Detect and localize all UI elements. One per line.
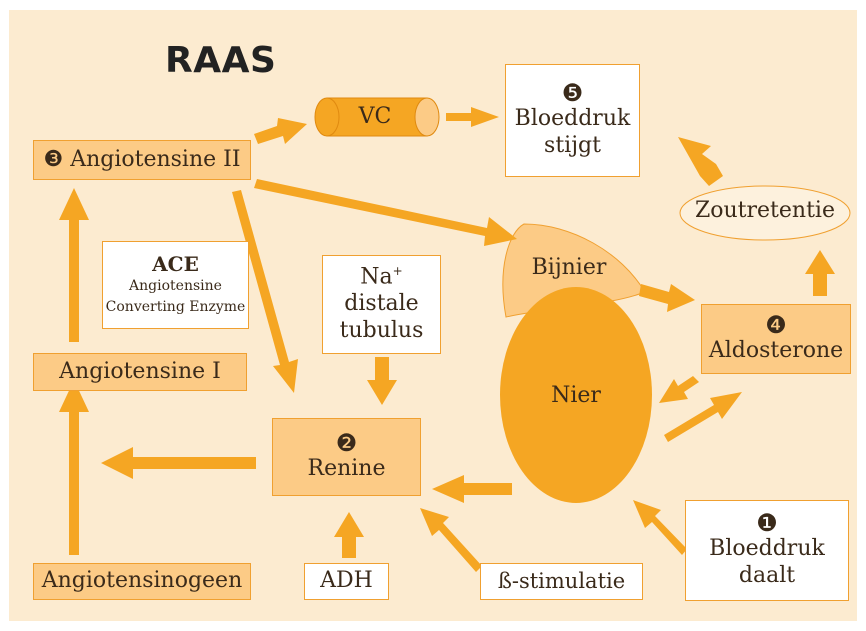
- number-1-icon: ❶: [756, 509, 778, 538]
- bijnier-label: Bijnier: [531, 255, 607, 280]
- ace-line1: Angiotensine: [129, 278, 222, 295]
- angiotensinogeen-label: Angiotensinogeen: [41, 568, 243, 594]
- arrow-angII-to-bijnier: [254, 179, 517, 246]
- renine-box: ❷ Renine: [272, 418, 421, 496]
- arrow-bijnier-to-aldosterone: [639, 284, 695, 312]
- arrow-angII-to-renine: [232, 190, 298, 393]
- nier-label: Nier: [551, 383, 601, 408]
- arrow-angII-to-vc: [254, 118, 307, 144]
- arrow-aldosterone-to-nier: [659, 376, 699, 403]
- angiotensinogeen-box: Angiotensinogeen: [33, 563, 251, 600]
- na-label: Na: [360, 264, 393, 290]
- ace-line2: Converting Enzyme: [105, 299, 246, 316]
- zoutretentie-ellipse: [679, 185, 851, 241]
- arrow-nier-to-renine: [432, 475, 512, 503]
- bloeddruk-stijgt-line2: stijgt: [544, 133, 601, 159]
- number-2-icon: ❷: [335, 428, 358, 457]
- angiotensine-i-label: Angiotensine I: [59, 358, 221, 384]
- bloeddruk-daalt-box: ❶ Bloeddruk daalt: [685, 500, 849, 601]
- arrow-aldosterone-to-zout: [805, 250, 835, 296]
- arrow-adh-to-renine: [334, 512, 364, 558]
- number-4-icon: ❹: [765, 310, 787, 339]
- arrow-angiotensinogeen-to-angI: [59, 380, 89, 555]
- arrow-angI-to-angII: [59, 188, 89, 342]
- angiotensine-ii-label: Angiotensine II: [70, 146, 241, 172]
- arrow-nier-to-aldosterone: [664, 392, 742, 442]
- ace-box: ACE Angiotensine Converting Enzyme: [102, 241, 249, 329]
- na-line3: tubulus: [339, 318, 424, 344]
- bloeddruk-stijgt-line1: Bloeddruk: [514, 106, 631, 132]
- adh-label: ADH: [320, 568, 373, 594]
- beta-stimulatie-box: ß-stimulatie: [480, 563, 643, 600]
- bloeddruk-stijgt-box: ❺ Bloeddruk stijgt: [505, 64, 640, 177]
- number-3-icon: ❸: [43, 146, 64, 172]
- na-distale-tubulus-box: Na+ distale tubulus: [322, 255, 441, 354]
- zoutretentie-label: Zoutretentie: [694, 198, 835, 223]
- arrow-renine-to-angI: [101, 447, 256, 479]
- bloeddruk-daalt-line2: daalt: [738, 563, 796, 589]
- vc-label: VC: [358, 104, 392, 129]
- ace-title: ACE: [152, 251, 199, 276]
- adh-box: ADH: [304, 563, 389, 600]
- renine-label: Renine: [307, 456, 386, 482]
- angiotensine-i-box: Angiotensine I: [33, 353, 247, 391]
- arrow-beta-to-renine: [420, 508, 482, 572]
- arrows-layer: [59, 97, 851, 572]
- na-charge: +: [392, 264, 403, 279]
- kidney-shape: [500, 287, 652, 503]
- raas-diagram: RAAS ❸ Angiotensine II VC ❺ Bloeddruk st…: [9, 10, 857, 621]
- number-5-icon: ❺: [561, 79, 584, 108]
- aldosterone-label: Aldosterone: [708, 338, 844, 364]
- vc-cylinder: [314, 97, 440, 137]
- diagram-title: RAAS: [165, 40, 277, 81]
- beta-stimulatie-label: ß-stimulatie: [497, 568, 626, 593]
- angiotensine-ii-box: ❸ Angiotensine II: [33, 140, 251, 180]
- arrow-vc-to-bloeddruk: [446, 107, 499, 127]
- arrow-zout-to-bloeddruk: [678, 137, 723, 186]
- arrow-daalt-to-nier: [633, 500, 687, 555]
- na-line2: distale: [344, 291, 419, 317]
- aldosterone-box: ❹ Aldosterone: [701, 304, 851, 374]
- bloeddruk-daalt-line1: Bloeddruk: [709, 536, 825, 562]
- arrow-na-to-renine: [367, 357, 397, 405]
